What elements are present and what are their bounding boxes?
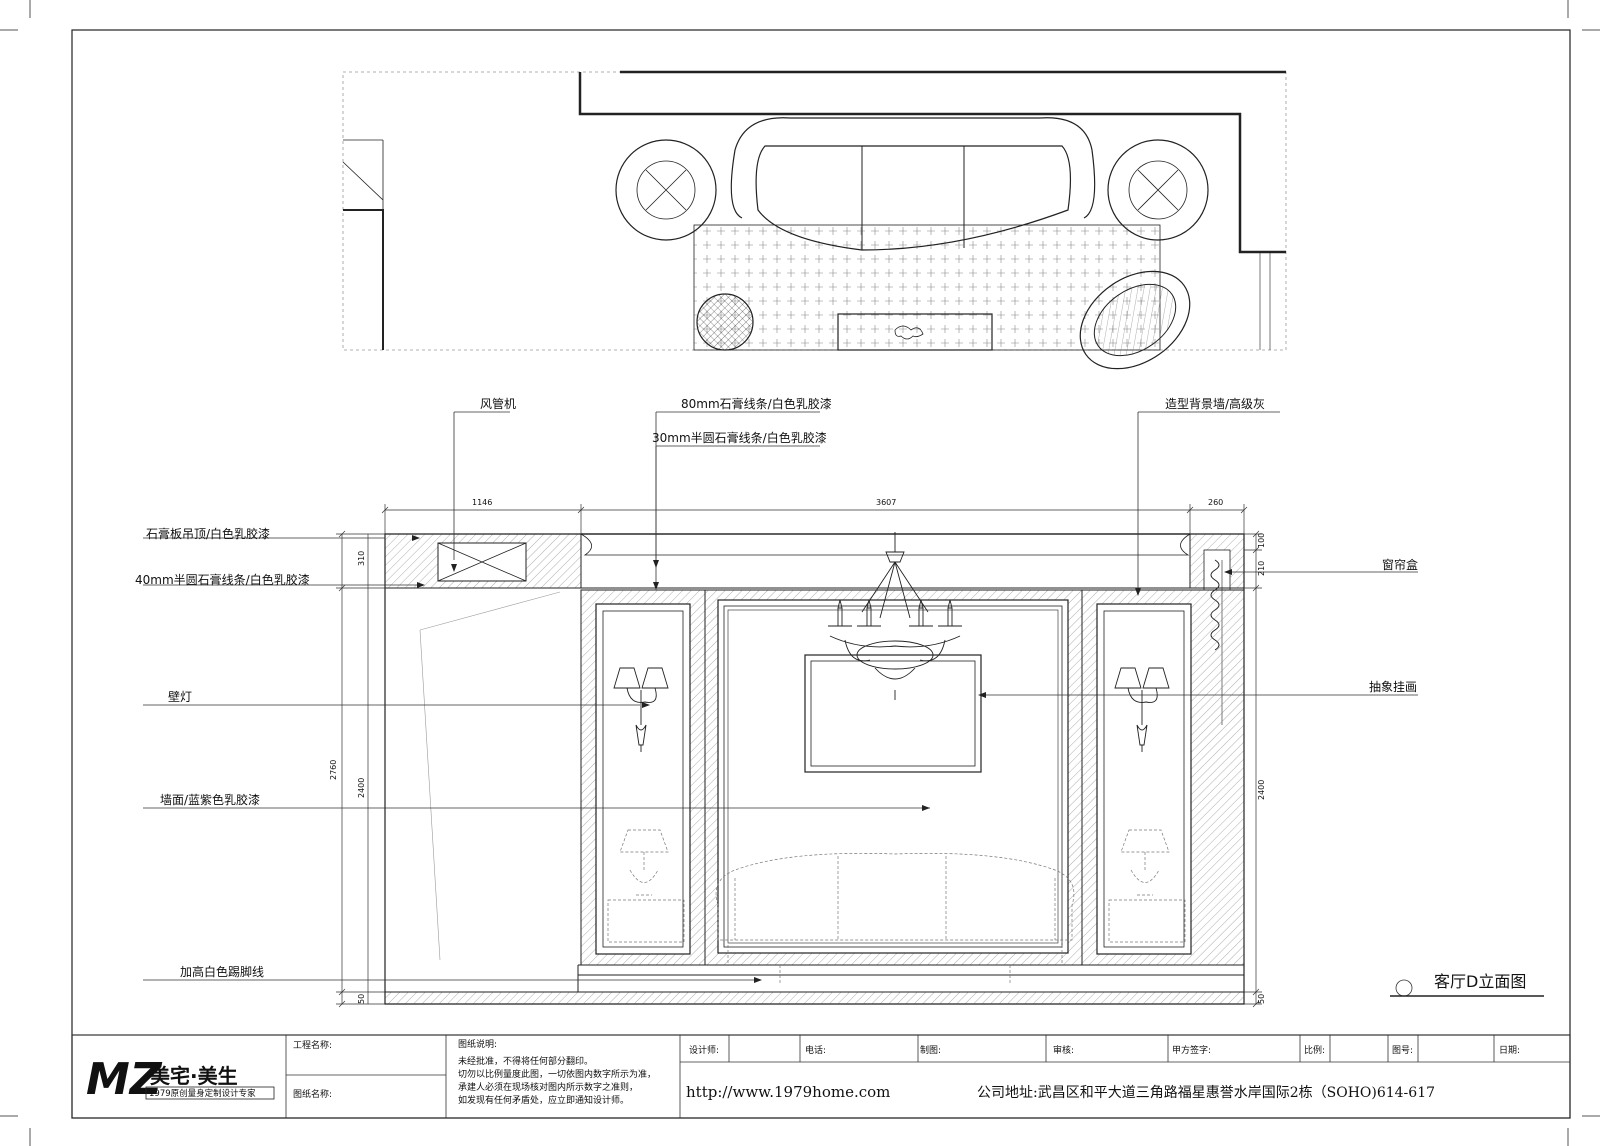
drawing-no-label: 图号: [1392,1045,1413,1056]
leader-lines [143,411,1418,981]
dim-top-right: 260 [1208,498,1223,507]
brand-name: 美宅·美生 [150,1064,238,1088]
company-website: http://www.1979home.com [686,1083,890,1101]
label-feature-wall: 造型背景墙/高级灰 [1165,396,1265,411]
label-ceiling: 石膏板吊顶/白色乳胶漆 [146,526,270,541]
drawing-title: 客厅D立面图 [1390,972,1544,997]
reviewer-label: 审核: [1053,1044,1074,1056]
note-line: 未经批准，不得将任何部分翻印。 [458,1055,593,1067]
dim-top-left: 1146 [472,498,492,507]
project-name-label: 工程名称: [293,1039,332,1051]
notes-title: 图纸说明: [458,1038,497,1050]
label-molding-30: 30mm半圆石膏线条/白色乳胶漆 [652,430,827,445]
label-wall-paint: 墙面/蓝紫色乳胶漆 [160,792,260,807]
brand-logo: MZ 美宅·美生 1979原创量身定制设计专家 [86,1054,275,1105]
leader-arrows [412,535,1232,983]
drafter-label: 制图: [920,1044,941,1056]
label-duct-unit: 风管机 [480,396,516,411]
phone-label: 电话: [805,1044,826,1056]
label-molding-40: 40mm半圆石膏线条/白色乳胶漆 [135,572,310,587]
note-line: 切勿以比例量度此图，一切依图内数字所示为准， [458,1068,656,1080]
plan-view [342,70,1287,370]
logo-mark: MZ [86,1054,163,1105]
label-wall-lamp: 壁灯 [168,689,192,704]
dim-top-mid: 3607 [876,498,896,507]
dim-left-main: 2400 [357,778,366,798]
dimension-lines [336,504,1262,1008]
client-sign-label: 甲方签字: [1172,1044,1211,1056]
title-block [71,1034,1571,1119]
note-line: 承建人必须在现场核对图内所示数字之准则， [458,1081,638,1093]
label-molding-80: 80mm石膏线条/白色乳胶漆 [681,396,832,411]
label-curtain-box: 窗帘盒 [1382,557,1418,572]
label-abstract-painting: 抽象挂画 [1369,680,1417,694]
dim-right-upper: 210 [1257,561,1266,576]
label-skirting: 加高白色踢脚线 [180,964,264,979]
elevation-view [384,532,1245,1005]
dim-left-base: 50 [357,994,366,1004]
dim-left-total: 2760 [329,760,338,780]
dim-right-top: 100 [1257,533,1266,548]
note-line: 如发现有任何矛盾处，应立即通知设计师。 [458,1094,629,1106]
dim-right-main: 2400 [1257,780,1266,800]
drawing-name-label: 图纸名称: [293,1088,332,1100]
dim-right-base: 50 [1257,994,1266,1004]
date-label: 日期: [1499,1045,1520,1056]
designer-label: 设计师: [689,1044,719,1056]
company-address: 公司地址:武昌区和平大道三角路福星惠誉水岸国际2栋（SOHO)614-617 [977,1084,1435,1101]
scale-label: 比例: [1304,1044,1325,1056]
drawing-title-text: 客厅D立面图 [1434,972,1526,991]
dim-left-upper: 310 [357,551,366,566]
brand-slogan: 1979原创量身定制设计专家 [149,1088,256,1099]
